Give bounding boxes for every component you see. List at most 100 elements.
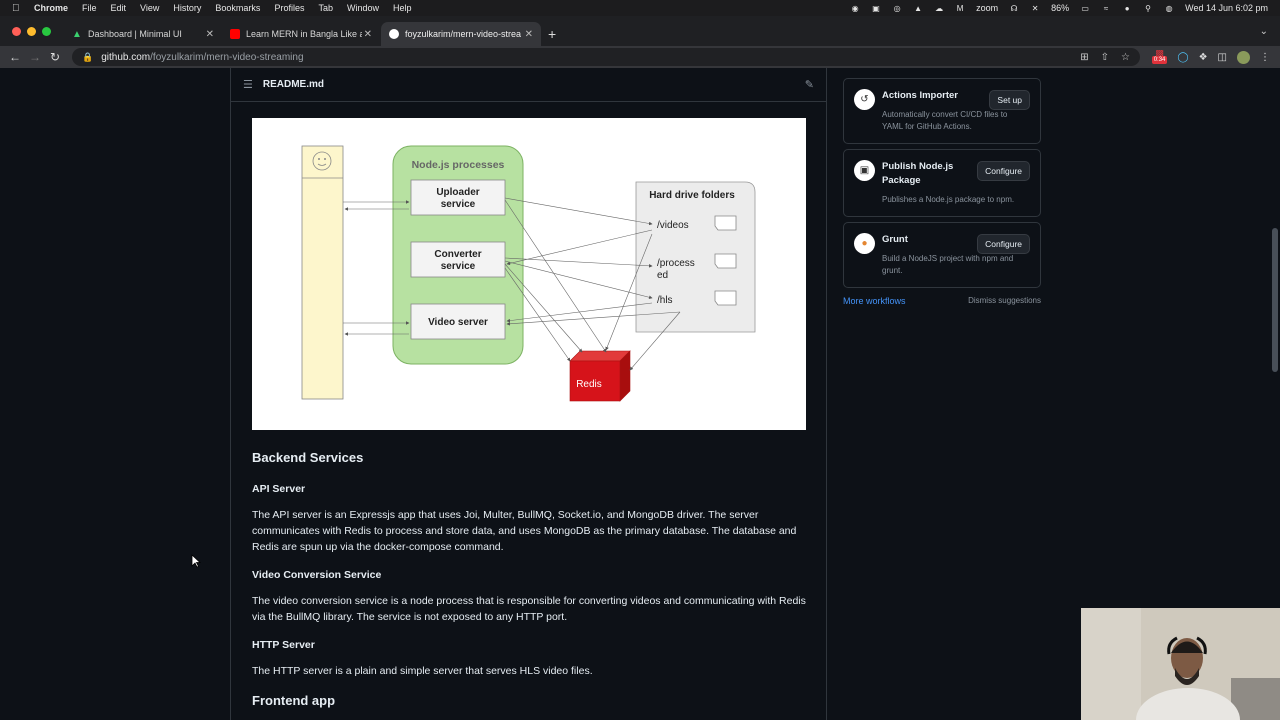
forward-arrow-icon[interactable]: → [29,50,41,64]
reload-icon[interactable]: ↻ [49,50,61,64]
readme-header: ☰ README.md ✎ [231,68,826,102]
menu-profiles[interactable]: Profiles [274,3,305,13]
share-icon[interactable]: ⇧ [1100,51,1110,63]
webcam-overlay [1081,608,1280,720]
browser-toolbar: ← → ↻ 🔒 github.com/foyzulkarim/mern-vide… [0,46,1280,68]
processed-line-2: ed [657,270,668,281]
folder-processed-icon [714,253,737,269]
menu-app[interactable]: Chrome [34,3,69,13]
bookmark-star-icon[interactable]: ☆ [1121,51,1130,63]
macos-menubar:  Chrome File Edit View History Bookmark… [0,0,1280,16]
readme-panel: ☰ README.md ✎ Node.js processes [230,68,827,720]
tab-github-active[interactable]: foyzulkarim/mern-video-stream ✕ [381,22,541,46]
new-tab-button[interactable]: + [548,26,557,42]
edit-pencil-icon[interactable]: ✎ [804,79,814,91]
back-arrow-icon[interactable]: ← [9,50,21,64]
toggle-icon[interactable]: ◍ [1165,3,1173,13]
tab-title: Dashboard | Minimal UI [88,29,182,39]
heading-frontend-app: Frontend app [252,693,336,708]
readme-filename: README.md [262,79,324,90]
control-center-icon[interactable]: ● [1124,3,1130,13]
minimize-window-button[interactable] [27,27,36,36]
menu-help[interactable]: Help [392,3,412,13]
menu-edit[interactable]: Edit [110,3,127,13]
redis-label: Redis [576,379,602,390]
tab-search-chevron-icon[interactable]: ⌄ [1259,26,1268,37]
battery-icon[interactable]: ▭ [1081,3,1089,13]
lock-icon[interactable]: 🔒 [82,51,94,62]
suggestion-title: Grunt [882,234,908,245]
datetime[interactable]: Wed 14 Jun 6:02 pm [1185,3,1268,13]
screen-share-icon[interactable]: ◉ [851,3,859,13]
suggestion-description: Automatically convert CI/CD files to YAM… [882,110,1008,131]
side-panel-icon[interactable]: ◫ [1217,51,1227,63]
hard-drive-folders-label: Hard drive folders [649,190,735,201]
tab-youtube[interactable]: Learn MERN in Bangla Like a p ✕ [222,22,380,46]
tab-dashboard[interactable]: ▲ Dashboard | Minimal UI ✕ [64,22,222,46]
vlc-icon[interactable]: ▲ [914,3,923,13]
dismiss-suggestions-link[interactable]: Dismiss suggestions [968,296,1041,305]
chrome-menu-icon[interactable]: ⋮ [1260,51,1270,63]
zoom-status[interactable]: zoom [976,3,999,13]
target-icon[interactable]: ◎ [893,3,901,13]
heading-api-server: API Server [252,483,306,495]
menu-window[interactable]: Window [346,3,379,13]
menu-history[interactable]: History [173,3,202,13]
folder-videos-label: /videos [657,220,689,231]
battery-percent[interactable]: 86% [1051,3,1070,13]
set-up-button[interactable]: Set up [989,90,1030,110]
presenter-video [1081,608,1280,720]
video-server-label: Video server [428,317,488,328]
workflow-suggestions: ↺ Actions Importer Automatically convert… [843,78,1041,306]
menu-tab[interactable]: Tab [318,3,333,13]
actions-importer-icon: ↺ [854,89,875,110]
headphones-icon[interactable]: ☊ [1010,3,1018,13]
recording-timer: 0:34 [1151,56,1168,64]
menu-view[interactable]: View [140,3,160,13]
uploader-service-box [410,179,506,216]
color-picker-extension-icon[interactable]: ◯ [1177,51,1189,63]
recorder-icon: ▩ [1155,48,1164,58]
redis-cube-front [569,360,621,402]
suggestion-card-actions-importer: ↺ Actions Importer Automatically convert… [843,78,1041,144]
docker-icon[interactable]: ▣ [872,3,880,13]
close-tab-icon[interactable]: ✕ [205,28,214,40]
close-tab-icon[interactable]: ✕ [524,28,533,40]
uploader-line-1: Uploader [436,187,479,198]
bluetooth-off-icon[interactable]: ✕ [1031,3,1039,13]
screen-recorder-extension[interactable]: ▩ 0:34 [1151,48,1168,64]
extensions-puzzle-icon[interactable]: ❖ [1198,51,1208,63]
close-window-button[interactable] [12,27,21,36]
package-icon: ▣ [854,160,875,181]
apple-icon[interactable]:  [12,3,24,14]
suggestion-card-grunt: ● Grunt Build a NodeJS project with npm … [843,222,1041,288]
install-app-icon[interactable]: ⊞ [1080,51,1089,63]
more-workflows-link[interactable]: More workflows [843,296,906,306]
suggestion-title: Publish Node.js Package [882,161,954,186]
configure-button[interactable]: Configure [977,161,1030,181]
search-icon[interactable]: ⚲ [1145,3,1152,13]
malwarebytes-icon[interactable]: M [956,3,964,13]
page-scrollbar[interactable] [1272,228,1278,372]
cloud-icon[interactable]: ☁ [935,3,944,13]
suggestions-footer: More workflows Dismiss suggestions [843,296,1041,306]
folder-hls-label: /hls [657,295,673,306]
folder-videos-icon [714,215,737,231]
menu-bookmarks[interactable]: Bookmarks [215,3,261,13]
close-tab-icon[interactable]: ✕ [363,28,372,40]
converter-service-box [410,241,506,278]
client-column [301,145,344,400]
outline-list-icon[interactable]: ☰ [243,79,253,91]
menu-file[interactable]: File [82,3,97,13]
user-smiley-icon [312,151,332,171]
configure-button[interactable]: Configure [977,234,1030,254]
address-bar[interactable]: 🔒 github.com/foyzulkarim/mern-video-stre… [72,48,1140,66]
profile-avatar[interactable] [1237,50,1250,64]
folder-hls-icon [714,290,737,306]
wifi-icon[interactable]: ≈ [1103,3,1109,13]
zoom-window-button[interactable] [42,27,51,36]
